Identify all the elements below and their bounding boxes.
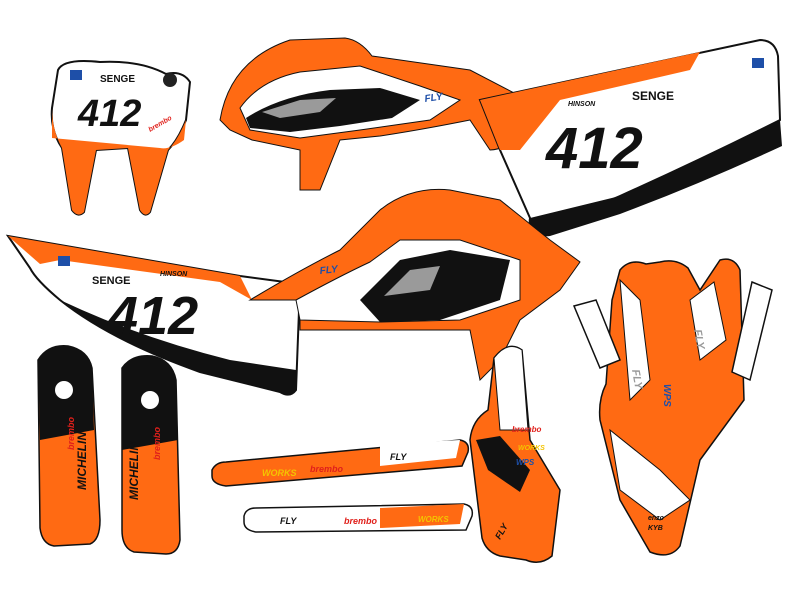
side-panel-left-rider-number: 412 (107, 286, 198, 346)
swingarm-bottom-works: WORKS (418, 515, 449, 524)
side-panel-left-black (60, 300, 296, 395)
front-fender-fly-right: FLY (691, 328, 707, 351)
rear-fender-white (493, 345, 529, 431)
swingarm-bottom-orange (380, 504, 464, 528)
front-fender-white-bottom (609, 428, 691, 521)
side-panel-flag-icon (752, 58, 764, 68)
shroud-left-grey (384, 266, 440, 296)
plate-orange-lower (52, 108, 186, 215)
fork-plate-right-shape (731, 280, 773, 382)
fork-plate-left[interactable] (572, 299, 621, 369)
swingarm-top-brembo: brembo (310, 464, 344, 474)
shroud-left-sponsor-label: FLY (319, 264, 340, 277)
front-number-plate[interactable]: SENGE 412 brembo (50, 60, 192, 216)
front-fender[interactable]: FLY FLY WPS enzo KYB (598, 258, 745, 556)
side-panel-rider-number: 412 (545, 116, 643, 181)
fork-guard-left-brembo: brembo (66, 416, 76, 450)
swingarm-top-fly: FLY (390, 452, 407, 462)
side-panel-left-orange (8, 236, 252, 300)
front-fender-enzo: enzo (648, 515, 665, 522)
swingarm-top-white (380, 440, 460, 466)
side-panel-left-rider-name: SENGE (92, 275, 131, 287)
fork-guard-right-logo-icon (141, 391, 159, 409)
fork-plate-left-shape (572, 299, 621, 369)
front-fender-fly-left: FLY (629, 368, 645, 391)
side-panel-left-flag-icon (58, 256, 70, 266)
rear-fender-wp: WPS (516, 458, 535, 467)
fork-plate-right[interactable] (731, 280, 773, 382)
shroud-left-black (360, 250, 510, 322)
right-shroud-panel[interactable]: FLY SENGE 412 HINSON (219, 37, 782, 237)
plate-flag-icon (70, 70, 82, 80)
fork-guard-left-michelin: MICHELIN (75, 432, 89, 490)
rear-fender-brembo: brembo (512, 425, 541, 434)
swingarm-bottom-brembo: brembo (344, 516, 378, 526)
swingarm-decal-top[interactable]: WORKS brembo FLY (211, 439, 470, 487)
rear-fender[interactable]: brembo WORKS WPS FLY (469, 345, 561, 563)
plate-logo-icon (163, 73, 177, 87)
side-panel-hinson-label: HINSON (568, 101, 596, 108)
swingarm-decal-bottom[interactable]: FLY brembo WORKS (243, 503, 474, 533)
side-panel-orange-band (480, 52, 700, 150)
front-fender-wp: WPS (661, 384, 672, 407)
rear-fender-black (476, 436, 530, 492)
side-panel-left-hinson-label: HINSON (160, 271, 188, 278)
shroud-grey-accent (262, 98, 336, 118)
fork-guard-left[interactable]: MICHELIN brembo (37, 345, 101, 547)
plate-rider-number: 412 (77, 93, 141, 135)
fork-guard-right-michelin: MICHELIN (127, 442, 141, 500)
swingarm-top-works: WORKS (262, 468, 297, 478)
fork-guard-left-logo-icon (55, 381, 73, 399)
shroud-sponsor-label: FLY (424, 91, 445, 105)
swingarm-bottom-fly: FLY (280, 516, 297, 526)
front-fender-white-left (619, 278, 651, 402)
fork-guard-right[interactable]: MICHELIN brembo (121, 355, 181, 555)
plate-rider-name: SENGE (100, 74, 135, 85)
front-fender-white-right (689, 281, 727, 361)
rear-fender-works: WORKS (518, 445, 545, 452)
side-panel-black-band (530, 120, 782, 237)
fork-guard-right-brembo: brembo (152, 426, 162, 460)
shroud-black-graphic (246, 88, 420, 132)
left-shroud-panel[interactable]: SENGE 412 HINSON FLY (5, 188, 581, 396)
side-panel-rider-name: SENGE (632, 89, 674, 103)
front-fender-kyb: KYB (648, 525, 663, 532)
